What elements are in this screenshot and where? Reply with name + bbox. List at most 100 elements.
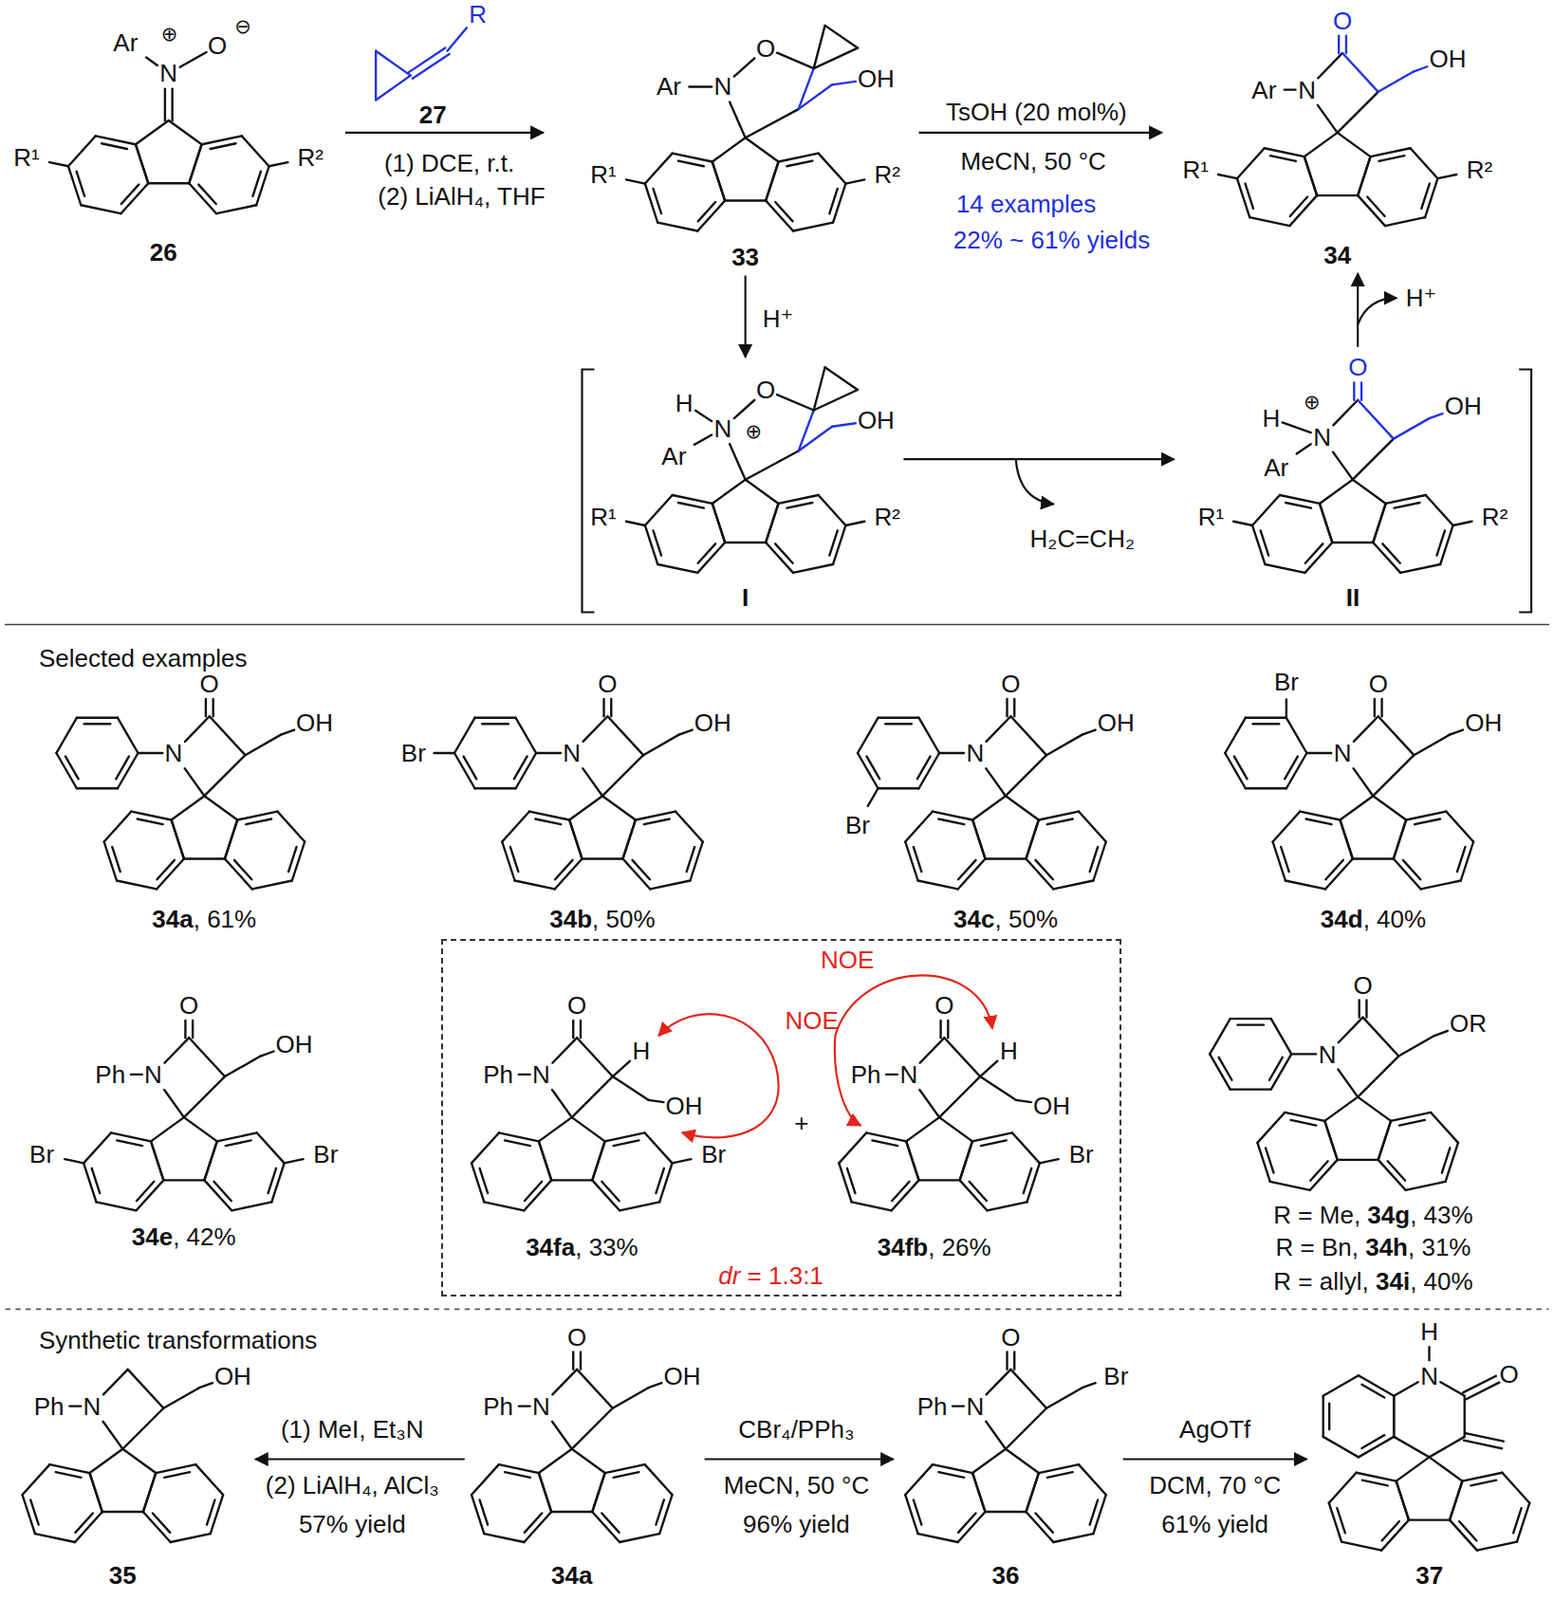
bond-line — [143, 1473, 156, 1513]
bond-line — [116, 880, 157, 889]
bond-line — [188, 1037, 225, 1077]
bond-line — [1358, 999, 1361, 1018]
bond-line — [92, 1168, 100, 1194]
chem-text: R — [468, 0, 487, 29]
bond-line — [89, 1473, 102, 1513]
chem-text: O — [567, 1324, 587, 1352]
bond-line — [1257, 1112, 1285, 1144]
chem-text: 34e, 42% — [131, 1223, 237, 1252]
bond-line — [1291, 1053, 1316, 1055]
chem-text: N — [965, 740, 984, 768]
bond-line — [1332, 400, 1358, 426]
chem-text: N — [82, 1393, 101, 1422]
bond-line — [871, 1140, 898, 1147]
bond-line — [76, 787, 118, 790]
bond-line — [224, 819, 238, 859]
text-part: 34e — [131, 1222, 173, 1252]
bond-line — [1381, 1520, 1409, 1552]
bond-line — [49, 162, 69, 167]
bracket — [582, 369, 595, 612]
bond-line — [657, 564, 698, 574]
chem-text: N — [965, 1393, 984, 1422]
chem-text: OH — [275, 1031, 313, 1059]
bond-line — [538, 1473, 552, 1513]
chem-text: 34fb, 26% — [877, 1234, 992, 1262]
chem-text: 34a, 61% — [151, 905, 257, 933]
bond-line — [645, 495, 673, 526]
bond-line — [672, 1159, 692, 1164]
bond-line — [572, 1352, 574, 1370]
bond-line — [643, 735, 680, 757]
bond-line — [1421, 184, 1429, 209]
bond-line — [838, 1132, 867, 1164]
bond-line — [1513, 1508, 1521, 1534]
chem-text: O — [1000, 1324, 1020, 1352]
bond-line — [1394, 502, 1421, 509]
bond-line — [919, 1090, 940, 1118]
bond-line — [1005, 699, 1008, 717]
bond-line — [938, 1472, 964, 1479]
release-arrow — [1016, 459, 1055, 504]
reaction-arrow — [744, 275, 747, 357]
bond-line — [905, 812, 933, 843]
bond-line — [434, 752, 456, 755]
bond-line — [209, 716, 246, 756]
text-part: , 33% — [574, 1233, 639, 1262]
chem-text: OH — [857, 407, 895, 435]
bond-line — [523, 1512, 552, 1543]
bond-line — [985, 1422, 1006, 1450]
bond-line — [152, 1513, 170, 1533]
bond-line — [939, 1020, 942, 1038]
bond-line — [919, 1179, 961, 1182]
bond-line — [288, 847, 296, 872]
chem-text: O — [1000, 670, 1020, 699]
bond-line — [623, 858, 651, 889]
bond-line — [1026, 819, 1039, 859]
chem-text: O — [756, 376, 776, 405]
bond-line — [986, 716, 1012, 742]
text-part: R = Bn, — [1276, 1233, 1367, 1262]
bond-line — [906, 1141, 919, 1181]
bond-line — [1357, 1056, 1399, 1098]
chem-text: N — [532, 1393, 551, 1422]
bond-line — [1270, 155, 1296, 162]
bond-line — [184, 857, 225, 860]
bond-line — [1328, 1404, 1331, 1431]
text-part: dr — [718, 1261, 740, 1291]
bond-line — [569, 795, 603, 820]
bond-line — [163, 1179, 204, 1182]
bond-line — [623, 819, 636, 859]
chem-text: Ar — [112, 29, 138, 57]
bond-line — [612, 1076, 649, 1101]
bond-line — [1428, 1457, 1462, 1481]
bond-line — [1365, 999, 1368, 1018]
bond-line — [1352, 382, 1355, 400]
chem-text: OH — [214, 1362, 252, 1390]
text-part: 34c — [953, 904, 995, 933]
bond-line — [1273, 842, 1286, 882]
chem-text: R¹ — [1198, 502, 1224, 531]
bond-line — [1329, 1473, 1357, 1504]
bond-line — [960, 1141, 973, 1181]
bond-line — [572, 1449, 606, 1474]
bond-line — [1378, 716, 1415, 756]
reaction-arrow — [1356, 273, 1359, 347]
chem-text: OH — [1429, 45, 1467, 74]
bond-line — [678, 161, 704, 167]
bond-line — [1319, 503, 1332, 543]
chem-text: R² — [874, 161, 901, 189]
bond-line — [1357, 156, 1370, 196]
chem-text: Selected examples — [38, 645, 248, 673]
bond-line — [1436, 530, 1444, 555]
bond-line — [919, 718, 941, 754]
chem-text: OH — [1444, 392, 1482, 421]
bond-line — [1010, 1369, 1047, 1409]
chem-text: MeCN, 50 °C — [960, 148, 1106, 176]
bond-line — [694, 435, 712, 445]
bond-line — [765, 503, 778, 543]
bond-line — [838, 1163, 851, 1203]
chem-text: 26 — [149, 239, 178, 267]
bond-line — [958, 858, 986, 889]
bond-line — [645, 1132, 673, 1164]
bond-line — [818, 153, 847, 185]
